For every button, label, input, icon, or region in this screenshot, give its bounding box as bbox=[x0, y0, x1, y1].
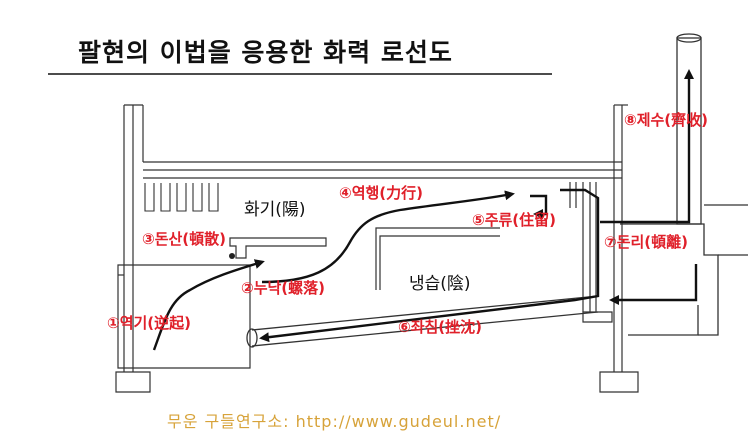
flow-arrow-7b bbox=[600, 69, 694, 224]
step-label-1: ①역기(逆起) bbox=[107, 314, 192, 332]
chimney bbox=[620, 33, 748, 336]
step-label-3: ③돈산(頓散) bbox=[142, 230, 227, 248]
flow-arrow-6 bbox=[259, 188, 600, 343]
baffle-comb bbox=[144, 183, 219, 212]
flow-arrow-7 bbox=[609, 264, 698, 305]
shelf bbox=[229, 237, 327, 259]
step-label-8: ⑧제수(齊收) bbox=[624, 111, 709, 129]
step-label-4: ④역행(力行) bbox=[339, 184, 424, 202]
floor-slab bbox=[143, 161, 622, 179]
region-label-hwagi: 화기(陽) bbox=[244, 200, 306, 220]
step-label-7: ⑦돈리(頓離) bbox=[604, 233, 689, 251]
middle-wall bbox=[375, 227, 500, 290]
footer-credit: 무운 구들연구소: http://www.gudeul.net/ bbox=[167, 412, 502, 431]
region-label-naengseup: 냉습(陰) bbox=[409, 274, 471, 294]
flow-arrows bbox=[152, 69, 698, 351]
firebox bbox=[117, 264, 251, 369]
right-partition bbox=[569, 182, 597, 312]
flow-arrow-5 bbox=[530, 194, 548, 219]
inclined-duct bbox=[246, 295, 599, 348]
step-label-6: ⑥좌침(挫沈) bbox=[398, 318, 483, 336]
diagram-title: 팔현의 이법을 응용한 화력 로선도 bbox=[78, 38, 453, 67]
step-label-2: ②누낙(螺落) bbox=[241, 279, 326, 297]
right-structure bbox=[582, 104, 639, 393]
spark-dot bbox=[229, 253, 235, 259]
flow-arrow-2-4 bbox=[261, 190, 515, 284]
step-label-5: ⑤주류(住留) bbox=[472, 211, 557, 229]
left-structure bbox=[115, 104, 151, 393]
flow-arrow-1 bbox=[152, 259, 265, 351]
